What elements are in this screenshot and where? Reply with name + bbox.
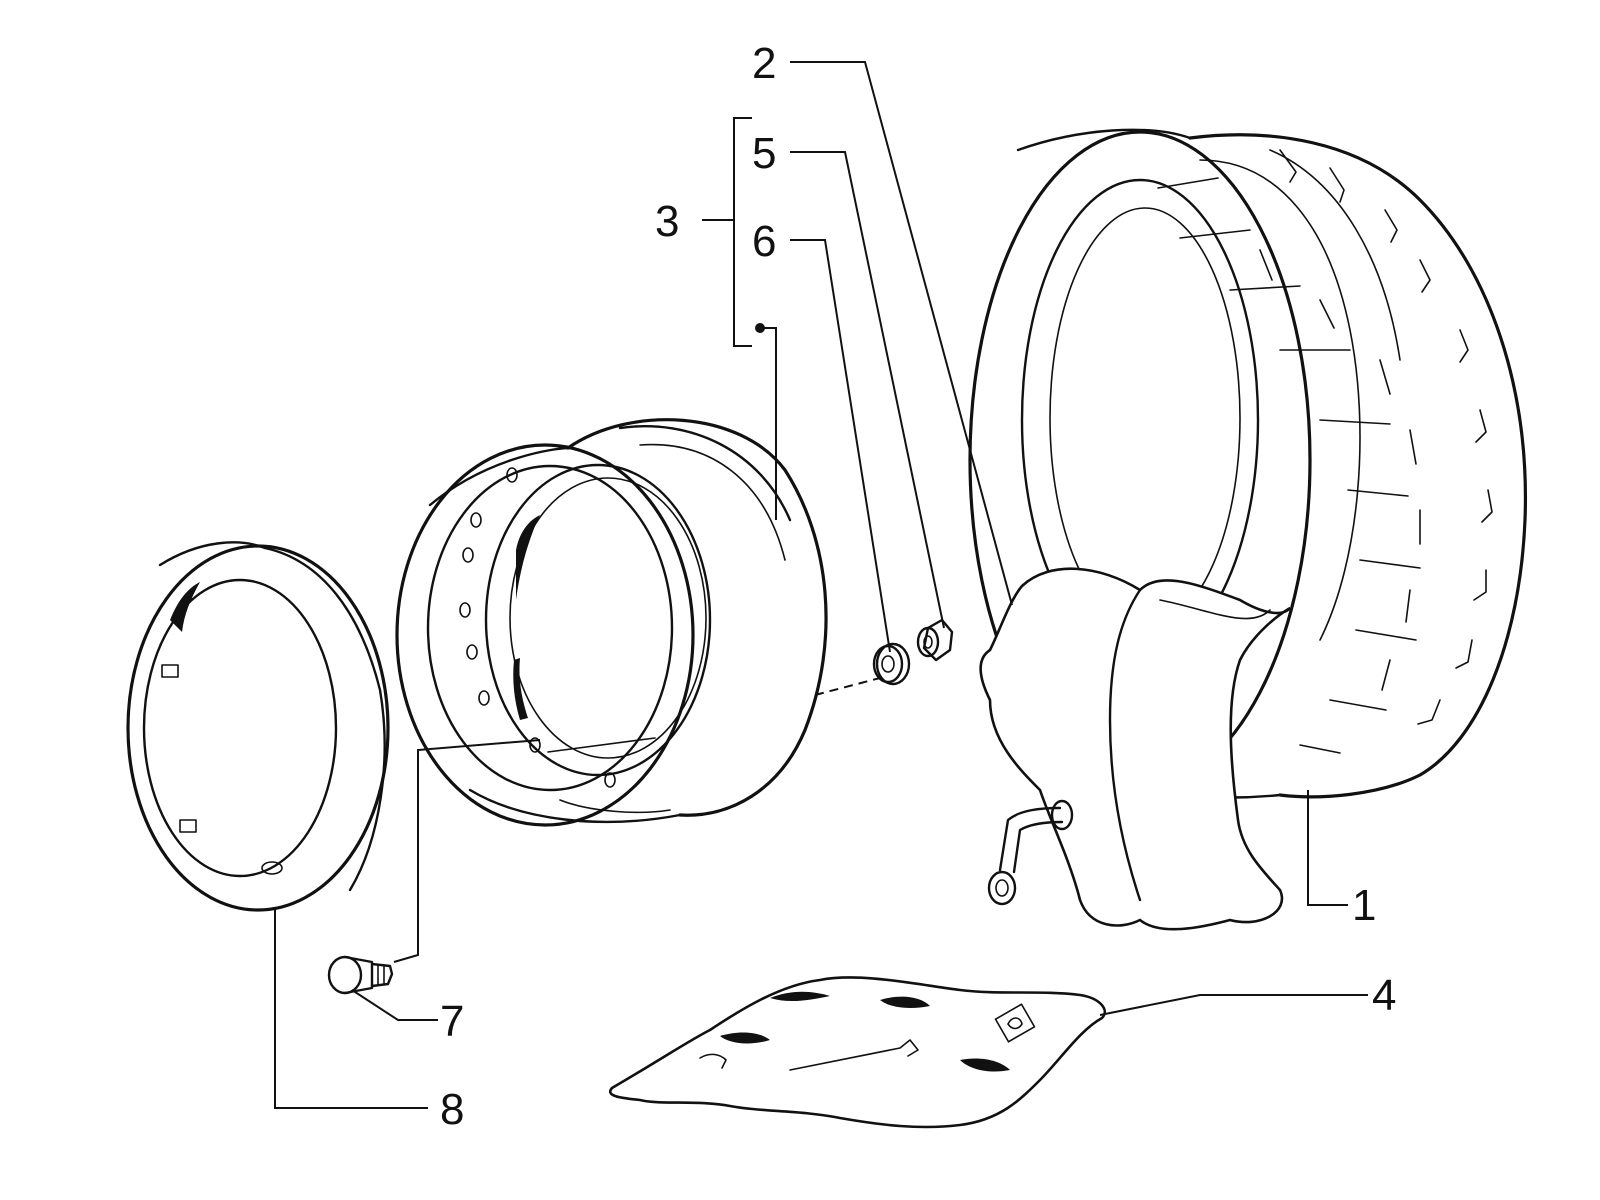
leader-lines — [274, 61, 1368, 1109]
valve-stem — [987, 799, 1074, 906]
callout-8: 8 — [440, 1085, 464, 1134]
callout-1: 1 — [1352, 881, 1376, 930]
tyre-tread-pattern — [1157, 149, 1493, 754]
callout-3: 3 — [655, 197, 679, 246]
tool-kit-pouch — [609, 976, 1107, 1129]
washer — [872, 642, 911, 686]
nut — [916, 618, 954, 662]
callout-4: 4 — [1372, 971, 1396, 1020]
inner-tube — [979, 567, 1292, 931]
wheel-rim — [395, 418, 828, 827]
screw — [327, 955, 394, 995]
callout-6: 6 — [752, 217, 776, 266]
callout-5: 5 — [752, 129, 776, 178]
callout-numbers: 1 2 3 4 5 6 7 8 — [440, 39, 1396, 1134]
callout-7: 7 — [440, 997, 464, 1046]
callout-2: 2 — [752, 39, 776, 88]
rim-bolt-holes — [459, 467, 616, 788]
rim-flange-ring — [126, 541, 390, 912]
